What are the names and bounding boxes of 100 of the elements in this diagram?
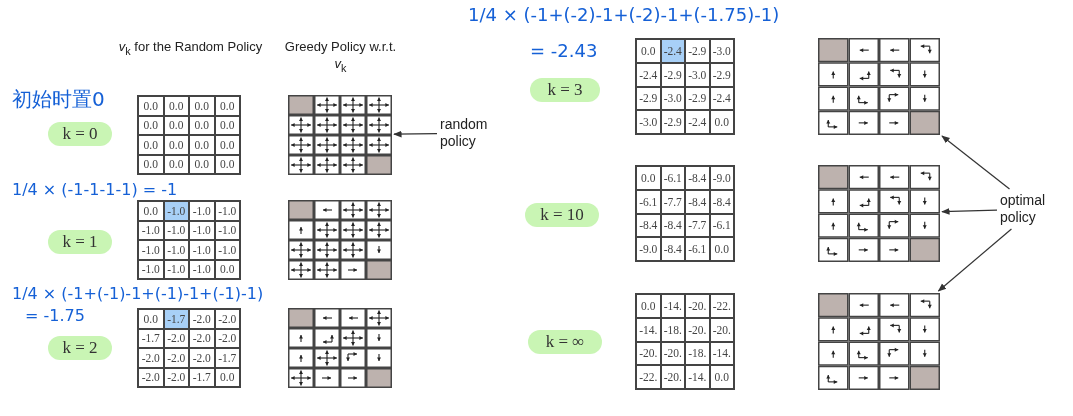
policy-grid-drawing: [288, 95, 392, 175]
value-cell: -1.0: [214, 220, 240, 240]
value-cell: 0.0: [214, 154, 240, 174]
column-header: v$_{k}$ for the Random Policy: [118, 38, 263, 59]
value-cell: -2.0: [189, 348, 215, 368]
handwritten-note: 初始时置0: [12, 86, 105, 113]
value-cell: -6.1: [709, 213, 734, 238]
value-cell: -2.4: [685, 110, 710, 134]
handwritten-note: 1/4 × (-1-1-1-1) = -1: [12, 180, 178, 199]
value-cell: -14.: [709, 341, 734, 366]
value-cell: -1.7: [214, 348, 240, 368]
value-cell: -1.0: [189, 259, 215, 279]
value-cell: -8.4: [636, 213, 661, 238]
value-cell: -1.0: [189, 201, 215, 221]
value-cell: -3.0: [660, 86, 685, 111]
value-cell: -1.0: [189, 220, 215, 240]
value-cell: 0.0: [709, 237, 734, 261]
value-cell: 0.0: [636, 294, 661, 318]
arrow: [937, 228, 1013, 292]
value-cell: 0.0: [214, 259, 240, 279]
value-cell: -8.4: [660, 237, 685, 261]
value-cell: 0.0: [709, 365, 734, 389]
value-cell: 0.0: [163, 115, 189, 135]
value-cell: -18.: [685, 341, 710, 366]
value-cell: -3.0: [636, 110, 661, 134]
iteration-label: k = 1: [48, 230, 112, 254]
iteration-label: k = 3: [530, 78, 600, 102]
value-cell: -8.4: [709, 189, 734, 214]
value-cell: -2.4: [636, 62, 661, 87]
value-cell: 0.0: [138, 201, 164, 221]
value-cell: -8.4: [660, 213, 685, 238]
column-header: Greedy Policy w.r.t. v$_{k}$: [283, 38, 398, 76]
value-cell: -6.1: [660, 166, 685, 190]
value-cell: 0.0: [709, 110, 734, 134]
value-cell: -2.0: [138, 348, 164, 368]
value-cell: 0.0: [636, 39, 661, 63]
value-cell: -20.: [636, 341, 661, 366]
value-cell: 0.0: [163, 96, 189, 116]
value-cell: -2.9: [709, 62, 734, 87]
value-cell: 0.0: [138, 115, 164, 135]
value-cell: -2.0: [214, 328, 240, 348]
value-cell: -2.0: [163, 348, 189, 368]
value-cell: -2.0: [163, 328, 189, 348]
value-cell: -1.7: [189, 367, 215, 387]
value-cell: -6.1: [636, 189, 661, 214]
value-cell: 0.0: [214, 135, 240, 155]
value-cell: -1.7: [163, 309, 189, 329]
value-cell: 0.0: [138, 135, 164, 155]
value-cell: 0.0: [214, 367, 240, 387]
handwritten-note: = -1.75: [25, 306, 85, 325]
handwritten-note: 1/4 × (-1+(-1)-1+(-1)-1+(-1)-1): [12, 284, 264, 303]
value-cell: -2.0: [163, 367, 189, 387]
arrow: [941, 208, 998, 215]
iteration-label: k = ∞: [528, 330, 602, 354]
value-cell: -22.: [636, 365, 661, 389]
value-cell: 0.0: [636, 166, 661, 190]
value-cell: -3.0: [685, 62, 710, 87]
value-cell: 0.0: [214, 96, 240, 116]
value-cell: -1.7: [138, 328, 164, 348]
policy-grid-drawing: [818, 293, 940, 390]
value-cell: 0.0: [138, 154, 164, 174]
value-cell: -2.0: [189, 328, 215, 348]
value-cell: -20.: [660, 341, 685, 366]
value-cell: -3.0: [709, 39, 734, 63]
value-cell: 0.0: [163, 154, 189, 174]
callout-label: random policy: [440, 116, 510, 150]
value-cell: -1.0: [214, 201, 240, 221]
value-cell: -14.: [685, 365, 710, 389]
policy-grid-drawing: [288, 200, 392, 280]
value-cell: 0.0: [138, 96, 164, 116]
value-cell: -22.: [709, 294, 734, 318]
value-cell: -2.0: [214, 309, 240, 329]
iteration-label: k = 10: [525, 203, 599, 227]
value-cell: 0.0: [189, 96, 215, 116]
value-cell: -20.: [685, 317, 710, 342]
value-cell: -2.0: [189, 309, 215, 329]
value-cell: -2.9: [636, 86, 661, 111]
value-cell: -9.0: [636, 237, 661, 261]
value-cell: -18.: [660, 317, 685, 342]
value-cell: -1.0: [189, 240, 215, 260]
handwritten-note: = -2.43: [530, 40, 598, 61]
value-cell: -2.4: [709, 86, 734, 111]
value-cell: 0.0: [163, 135, 189, 155]
value-cell: -20.: [660, 365, 685, 389]
value-cell: -2.4: [660, 39, 685, 63]
value-cell: -1.0: [163, 201, 189, 221]
value-cell: 0.0: [214, 115, 240, 135]
value-cell: 0.0: [189, 115, 215, 135]
value-cell: -9.0: [709, 166, 734, 190]
value-cell: -2.9: [685, 86, 710, 111]
value-cell: -1.0: [214, 240, 240, 260]
arrow: [393, 130, 438, 138]
value-cell: 0.0: [189, 135, 215, 155]
iteration-label: k = 0: [48, 122, 112, 146]
value-cell: -7.7: [685, 213, 710, 238]
value-cell: -1.0: [138, 240, 164, 260]
policy-grid-drawing: [818, 38, 940, 135]
value-cell: -7.7: [660, 189, 685, 214]
value-cell: 0.0: [189, 154, 215, 174]
value-cell: -1.0: [138, 220, 164, 240]
